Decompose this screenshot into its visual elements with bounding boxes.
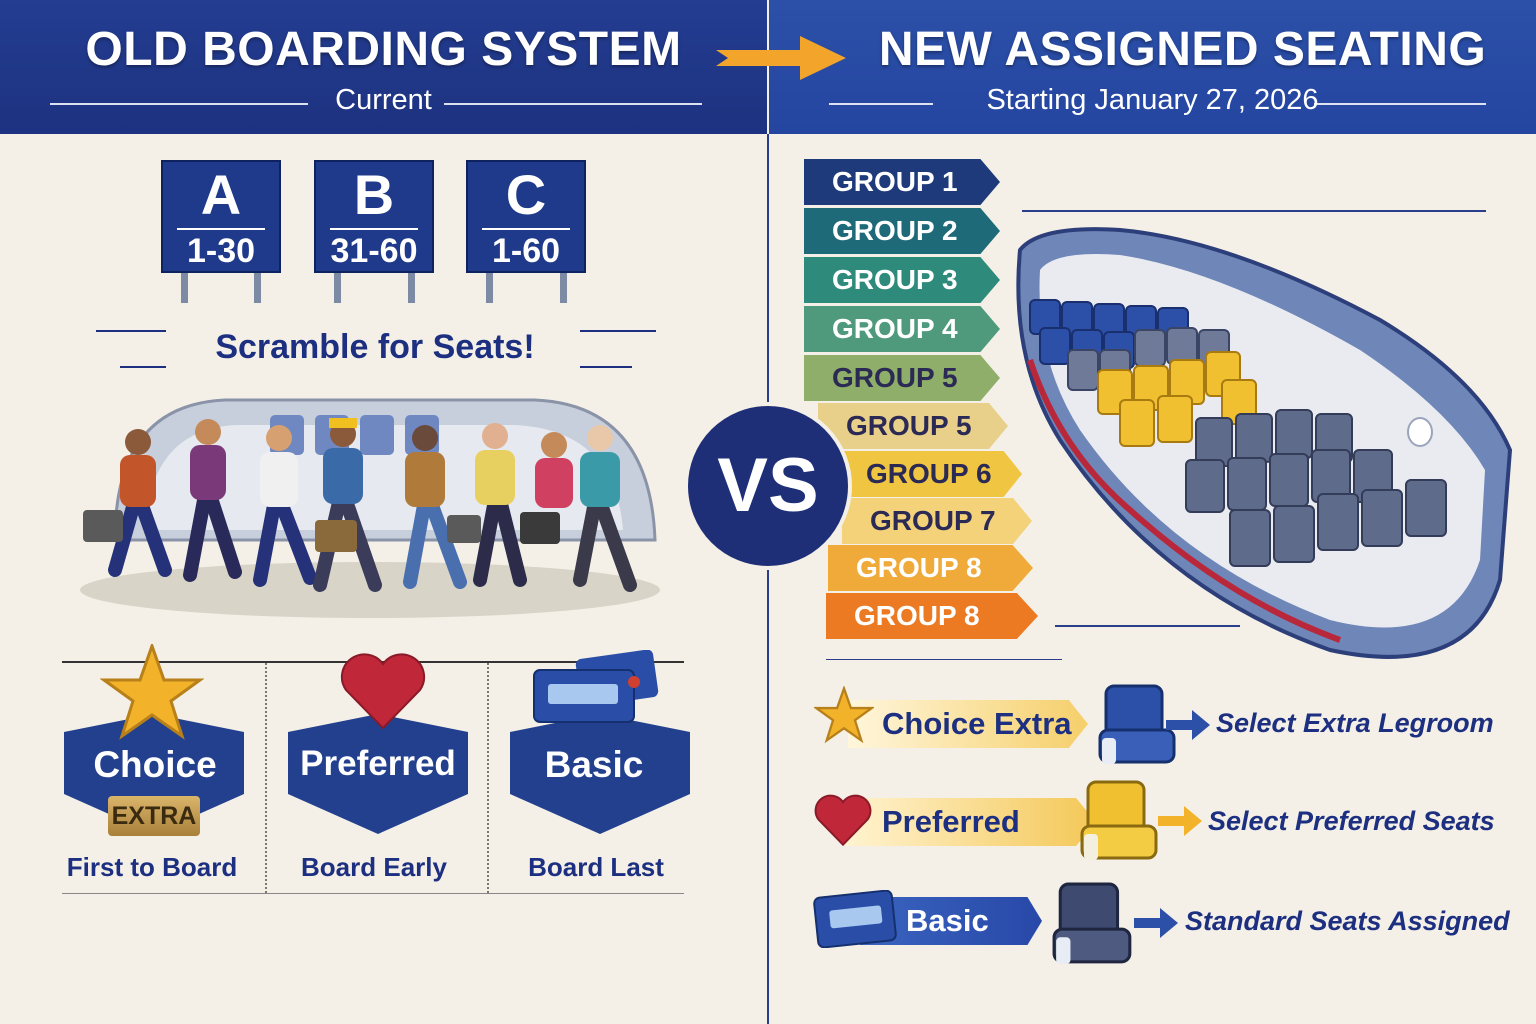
boarding-group-10: GROUP 8	[826, 593, 1038, 639]
zone-letter: B	[353, 163, 395, 226]
boarding-group-9: GROUP 8	[828, 545, 1033, 591]
boarding-group-5: GROUP 5	[804, 355, 1000, 401]
choice-extra-label: Choice Extra	[882, 706, 1072, 741]
heart-icon	[814, 794, 872, 846]
choice-tier-label: Choice	[93, 744, 217, 785]
sign-post	[486, 273, 493, 303]
preferred-tier-desc: Board Early	[301, 852, 447, 882]
boarding-group-1: GROUP 1	[804, 159, 1000, 205]
sign-post	[181, 273, 188, 303]
decor-line	[580, 330, 656, 332]
boarding-group-7: GROUP 6	[838, 451, 1022, 497]
new-system-subtitle: Starting January 27, 2026	[986, 84, 1319, 116]
tier-rule	[62, 893, 684, 894]
basic-tier-desc: Board Last	[528, 852, 664, 882]
star-icon	[100, 644, 204, 740]
decor-line	[1022, 210, 1486, 212]
extra-badge: EXTRA	[108, 796, 200, 836]
boarding-group-6: GROUP 5	[818, 403, 1008, 449]
decor-line	[96, 330, 166, 332]
boarding-group-3: GROUP 3	[804, 257, 1000, 303]
new-system-title: NEW ASSIGNED SEATING	[878, 23, 1487, 76]
blue-seat-icon	[1098, 684, 1176, 764]
old-system-subtitle: Current	[335, 84, 432, 116]
basic-result: Standard Seats Assigned	[1185, 906, 1510, 936]
zone-range: 1-60	[491, 232, 561, 270]
plane-cabin-illustration	[1016, 227, 1513, 659]
choice-extra-result: Select Extra Legroom	[1216, 708, 1494, 738]
arrow-right-icon	[1134, 908, 1178, 938]
header-rule	[829, 103, 933, 105]
boarding-group-2: GROUP 2	[804, 208, 1000, 254]
gray-seat-icon	[1052, 882, 1132, 964]
preferred-label: Preferred	[882, 804, 1020, 839]
header-rule	[444, 103, 702, 105]
decor-line	[580, 366, 632, 368]
decor-line	[826, 659, 1062, 660]
preferred-badge-shape	[288, 714, 468, 834]
preferred-result: Select Preferred Seats	[1208, 806, 1495, 836]
arrow-right-icon	[1166, 710, 1210, 740]
sign-post	[408, 273, 415, 303]
vs-badge: VS	[684, 402, 852, 570]
boarding-group-8: GROUP 7	[842, 498, 1032, 544]
crowd-boarding-illustration	[80, 398, 660, 618]
transition-arrow-icon	[716, 36, 846, 80]
choice-extra-banner: Choice Extra	[848, 700, 1088, 748]
tier-separator	[265, 663, 267, 893]
zone-letter: A	[200, 163, 242, 226]
star-icon	[814, 686, 874, 744]
zone-sign-b: B 31-60	[314, 160, 434, 273]
choice-tier-desc: First to Board	[66, 852, 238, 882]
header-rule	[50, 103, 308, 105]
boarding-group-4: GROUP 4	[804, 306, 1000, 352]
old-system-header: OLD BOARDING SYSTEM Current	[0, 0, 767, 134]
new-system-header: NEW ASSIGNED SEATING Starting January 27…	[769, 0, 1536, 134]
zone-sign-a: A 1-30	[161, 160, 281, 273]
heart-icon	[340, 653, 426, 730]
center-divider	[767, 134, 769, 1024]
zone-range: 1-30	[186, 232, 256, 270]
old-system-title: OLD BOARDING SYSTEM	[85, 23, 682, 76]
basic-label: Basic	[906, 903, 989, 938]
yellow-seat-icon	[1080, 780, 1158, 860]
preferred-banner: Preferred	[846, 798, 1096, 846]
basic-badge-shape	[510, 714, 690, 834]
tier-separator	[487, 663, 489, 893]
decor-line	[1055, 625, 1240, 627]
ticket-icon	[533, 650, 659, 723]
zone-sign-c: C 1-60	[466, 160, 586, 273]
sign-post	[560, 273, 567, 303]
basic-tier-label: Basic	[544, 744, 644, 785]
header-rule	[1314, 103, 1486, 105]
sign-post	[254, 273, 261, 303]
sign-post	[334, 273, 341, 303]
preferred-tier-label: Preferred	[300, 744, 456, 783]
zone-range: 31-60	[330, 232, 418, 270]
arrow-right-icon	[1158, 806, 1202, 836]
ticket-icon	[813, 890, 897, 948]
decor-line	[120, 366, 166, 368]
scramble-caption: Scramble for Seats!	[215, 328, 535, 366]
zone-letter: C	[505, 163, 547, 226]
